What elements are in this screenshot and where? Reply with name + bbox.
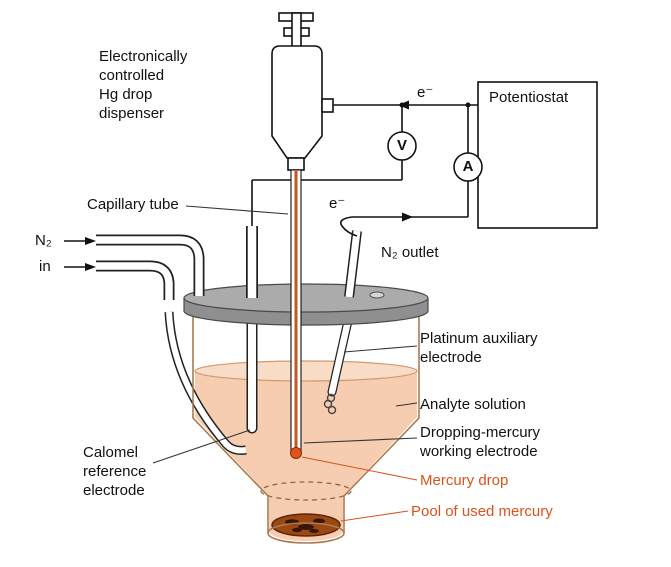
mercury-drop-pointer — [301, 456, 418, 481]
cone-dashed-level — [260, 481, 352, 501]
solution-surface — [194, 360, 418, 382]
electron-label-mid: e⁻ — [329, 195, 346, 212]
dispenser-contact-port — [321, 98, 334, 113]
mercury-drop-label: Mercury drop — [420, 472, 509, 489]
reference-wire — [251, 105, 403, 226]
mercury-drop — [290, 447, 302, 459]
pool-pointer — [340, 510, 409, 522]
dispenser-nozzle — [287, 157, 305, 171]
cell-lid — [183, 283, 429, 326]
circuit-wires — [251, 102, 478, 237]
platinum-electrode-tube — [323, 307, 355, 415]
n2-in-label-line2: in — [39, 258, 51, 275]
hg-drop-dispenser — [271, 12, 334, 171]
n2-outlet-hole — [369, 291, 385, 299]
mercury-pool — [271, 513, 341, 537]
pointer-lines — [152, 205, 418, 522]
potentiostat-label: Potentiostat — [489, 89, 569, 106]
pool-of-mercury-label: Pool of used mercury — [411, 503, 553, 520]
capillary-pointer — [185, 205, 289, 215]
nitrogen-dip-tube — [164, 311, 247, 455]
calomel-reference-label: Calomel reference electrode — [83, 444, 147, 499]
voltmeter-label: V — [396, 137, 408, 155]
analyte-solution-label: Analyte solution — [420, 396, 526, 413]
n2-arrow-icon — [85, 237, 96, 245]
calomel-pointer — [152, 429, 251, 464]
dropping-mercury-label: Dropping-mercury working electrode — [420, 424, 541, 460]
platinum-pointer — [343, 345, 418, 353]
ammeter-circle — [453, 152, 483, 182]
ammeter-label: A — [462, 158, 474, 176]
auxiliary-port-tube — [344, 230, 362, 298]
dropping-mercury-pointer — [303, 437, 418, 444]
auxiliary-wire — [339, 105, 469, 237]
dispenser-bottle — [271, 45, 323, 159]
platinum-auxiliary-label: Platinum auxiliary electrode — [420, 330, 538, 366]
dispenser-label: Electronically controlled Hg drop dispen… — [99, 48, 188, 122]
glass-vessel — [192, 313, 420, 544]
n2-flow-arrows — [64, 237, 96, 271]
capillary-tube — [290, 169, 302, 453]
capillary-tube-label: Capillary tube — [87, 196, 179, 213]
n2-outlet-label: N₂ outlet — [381, 244, 439, 261]
electron-label-top: e⁻ — [417, 84, 434, 101]
voltmeter-circle — [387, 131, 417, 161]
analyte-pointer — [395, 402, 418, 407]
electron-arrow-right-icon — [402, 212, 413, 222]
electron-arrow-left-icon — [398, 100, 409, 110]
potentiostat-box — [477, 81, 598, 229]
n2-in-label-line1: N₂ — [35, 232, 52, 249]
nitrogen-inlet-tubes — [96, 234, 205, 300]
n2-arrow-icon — [85, 263, 96, 271]
